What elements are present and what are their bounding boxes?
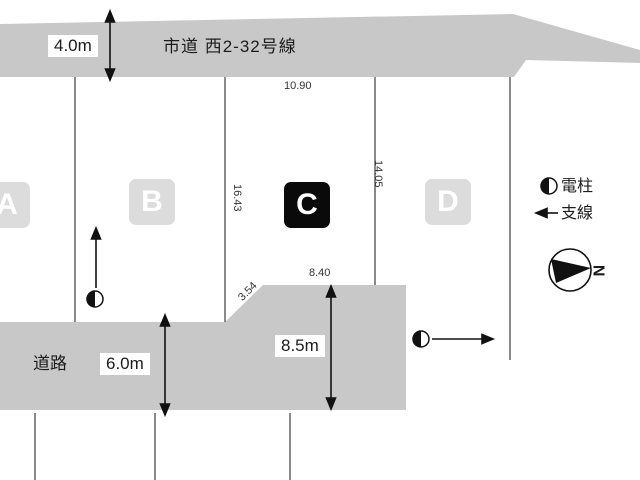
north-compass-icon xyxy=(548,248,592,292)
dim-c-left: 16.43 xyxy=(231,184,243,212)
north-label: N xyxy=(589,264,607,277)
plot-b-label: B xyxy=(129,179,175,225)
bottom-road-width-label: 6.0m xyxy=(100,353,150,376)
lower-width-label: 8.5m xyxy=(275,335,325,358)
dimension-arrow-6m xyxy=(159,312,171,418)
top-road-shape xyxy=(0,14,640,77)
dimension-arrow-8-5m xyxy=(325,283,337,412)
bottom-road-shape xyxy=(0,285,406,410)
guy-wire-arrow-up xyxy=(90,225,102,288)
bottom-road-name: 道路 xyxy=(33,354,67,373)
legend-pole-label: 電柱 xyxy=(561,178,594,195)
top-road-width-label: 4.0m xyxy=(48,35,98,58)
utility-pole-icon xyxy=(412,330,430,348)
legend-guy-wire-label: 支線 xyxy=(561,205,594,222)
dim-road-top: 8.40 xyxy=(309,267,331,279)
dim-c-right: 14.05 xyxy=(372,160,384,188)
legend-guy-wire-arrow-icon xyxy=(533,207,558,219)
plot-a-label: A xyxy=(0,182,30,228)
dimension-arrow-4m xyxy=(104,8,116,83)
top-road-name: 市道 西2-32号線 xyxy=(163,37,297,56)
guy-wire-arrow-right xyxy=(432,333,496,345)
legend-pole-icon xyxy=(540,177,558,195)
dim-c-top: 10.90 xyxy=(284,80,312,92)
plot-d-label: D xyxy=(425,179,471,225)
plot-c-label: C xyxy=(284,182,330,228)
utility-pole-icon xyxy=(86,290,104,308)
